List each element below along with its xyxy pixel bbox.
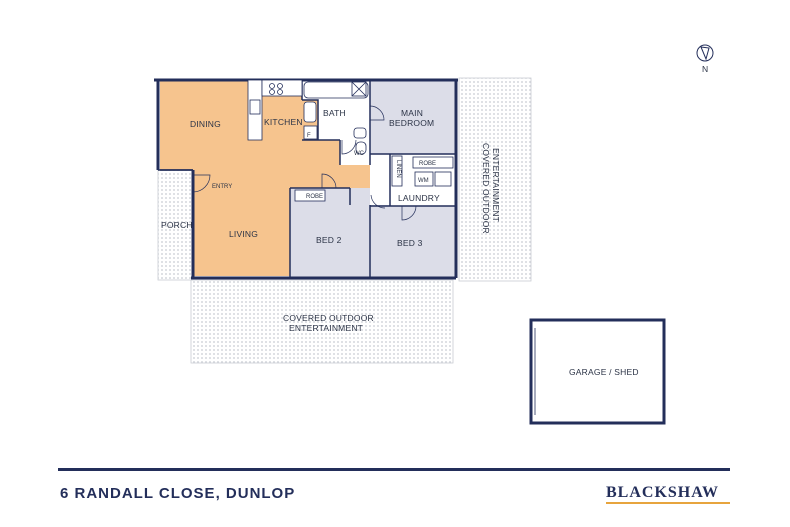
main-bedroom-room xyxy=(370,80,456,154)
outdoor-south-label-line2: ENTERTAINMENT xyxy=(289,323,363,333)
wm-label: WM xyxy=(418,178,429,184)
bed3-label: BED 3 xyxy=(397,238,423,248)
outdoor-south-label-line1: COVERED OUTDOOR xyxy=(283,313,374,323)
garage-shed xyxy=(529,318,666,425)
bed2-room xyxy=(290,188,370,278)
laundry-label: LAUNDRY xyxy=(398,193,440,203)
bath-fixtures xyxy=(303,81,369,155)
robe-bed2-label: ROBE xyxy=(306,194,323,200)
fridge-label: F xyxy=(307,133,311,139)
wc-label: WC xyxy=(354,151,365,157)
bed3-room xyxy=(370,205,456,278)
porch-label: PORCH xyxy=(161,220,193,230)
compass-north-label: N xyxy=(702,64,708,74)
kitchen-fixtures xyxy=(247,79,318,141)
kitchen-label: KITCHEN xyxy=(264,117,303,127)
main-bedroom-label-line1: MAIN xyxy=(401,108,423,118)
living-label: LIVING xyxy=(229,229,258,239)
main-bedroom-label-line2: BEDROOM xyxy=(389,118,434,128)
living-dining-kitchen-area xyxy=(160,80,370,276)
brand-logo: BLACKSHAW xyxy=(606,484,720,501)
covered-outdoor-east-area xyxy=(458,77,532,282)
entry-label: ENTRY xyxy=(212,184,232,190)
north-compass-icon: N xyxy=(696,44,714,74)
linen-label: LINEN xyxy=(395,160,401,178)
door-swings xyxy=(192,105,417,279)
brand-underline xyxy=(606,502,730,504)
bed2-label: BED 2 xyxy=(316,235,342,245)
bath-label: BATH xyxy=(323,108,346,118)
covered-outdoor-south-area xyxy=(190,279,454,364)
footer-divider xyxy=(58,468,730,471)
laundry-fixtures xyxy=(294,155,454,202)
garage-label: GARAGE / SHED xyxy=(569,367,639,377)
property-address: 6 RANDALL CLOSE, DUNLOP xyxy=(60,485,296,502)
robe-hall-label: ROBE xyxy=(419,161,436,167)
outdoor-east-label-line1: COVERED OUTDOOR xyxy=(481,143,491,234)
outdoor-east-label-line2: ENTERTAINMENT xyxy=(491,148,501,222)
dining-label: DINING xyxy=(190,119,221,129)
